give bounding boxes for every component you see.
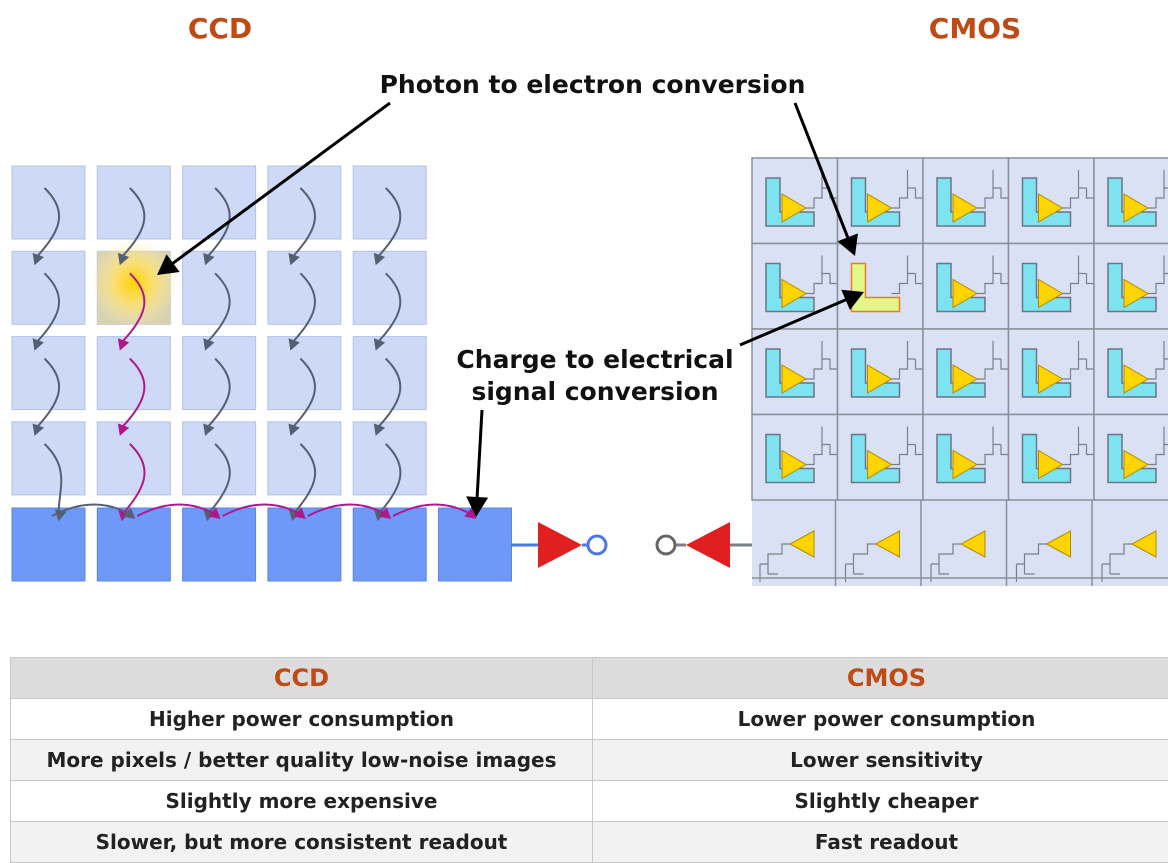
table-cell: Slightly cheaper xyxy=(593,781,1168,822)
ccd-readout-register xyxy=(268,508,341,581)
ccd-pixel xyxy=(353,166,426,239)
table-cell: Slower, but more consistent readout xyxy=(11,822,593,863)
ccd-pixel xyxy=(268,337,341,410)
ccd-pixel xyxy=(353,337,426,410)
cmos-pixel xyxy=(752,244,838,330)
ccd-pixel xyxy=(183,422,256,495)
cmos-pixel xyxy=(1009,244,1095,330)
ccd-pixel xyxy=(353,422,426,495)
cmos-pixel xyxy=(838,158,924,244)
table-header-row: CCD CMOS xyxy=(11,658,1168,699)
ccd-pixel xyxy=(12,166,85,239)
ccd-pixel xyxy=(12,337,85,410)
ccd-readout-register xyxy=(353,508,426,581)
table-cell: Lower sensitivity xyxy=(593,740,1168,781)
table-row: Slightly more expensive Slightly cheaper xyxy=(11,781,1168,822)
ccd-readout-register xyxy=(97,508,170,581)
cmos-output-node xyxy=(657,536,675,554)
ccd-readout-register xyxy=(439,508,512,581)
ccd-amplifier xyxy=(538,522,582,568)
ccd-pixel xyxy=(97,422,170,495)
ccd-title: CCD xyxy=(160,12,280,45)
ccd-pixel xyxy=(268,166,341,239)
table-row: Slower, but more consistent readout Fast… xyxy=(11,822,1168,863)
ccd-pixel xyxy=(183,251,256,324)
table-cell: Lower power consumption xyxy=(593,699,1168,740)
photon-conversion-callout: Photon to electron conversion xyxy=(370,68,815,101)
cmos-pixel xyxy=(752,415,838,501)
header-ccd: CCD xyxy=(11,658,593,699)
ccd-pixel xyxy=(353,251,426,324)
ccd-output-node xyxy=(588,536,606,554)
cmos-pixel xyxy=(752,158,838,244)
cmos-pixel xyxy=(752,329,838,415)
cmos-pixel xyxy=(1009,329,1095,415)
ccd-readout-register xyxy=(12,508,85,581)
photon-glow xyxy=(90,239,178,327)
cmos-pixel xyxy=(923,244,1009,330)
table-cell: Higher power consumption xyxy=(11,699,593,740)
cmos-title: CMOS xyxy=(900,12,1050,45)
header-cmos: CMOS xyxy=(593,658,1168,699)
cmos-pixel xyxy=(1009,158,1095,244)
table-cell: Slightly more expensive xyxy=(11,781,593,822)
table-row: More pixels / better quality low-noise i… xyxy=(11,740,1168,781)
cmos-pixel xyxy=(838,415,924,501)
charge-conversion-callout-line1: Charge to electrical xyxy=(440,343,750,376)
cmos-amplifier xyxy=(686,522,730,568)
ccd-readout-register xyxy=(183,508,256,581)
cmos-pixel xyxy=(923,415,1009,501)
table-cell: Fast readout xyxy=(593,822,1168,863)
ccd-pixel xyxy=(12,251,85,324)
cmos-pixel xyxy=(838,244,924,330)
ccd-pixel xyxy=(183,337,256,410)
table-row: Higher power consumption Lower power con… xyxy=(11,699,1168,740)
cmos-pixel xyxy=(838,329,924,415)
cmos-pixel xyxy=(1009,415,1095,501)
ccd-pixel xyxy=(12,422,85,495)
ccd-pixel xyxy=(268,422,341,495)
ccd-pixel xyxy=(97,166,170,239)
cmos-pixel xyxy=(923,329,1009,415)
ccd-pixel xyxy=(97,337,170,410)
charge-conversion-callout-line2: signal conversion xyxy=(440,375,750,408)
charge-ccd-callout-line xyxy=(477,410,482,503)
comparison-table: CCD CMOS Higher power consumption Lower … xyxy=(10,657,1168,863)
cmos-pixel xyxy=(923,158,1009,244)
ccd-pixel xyxy=(268,251,341,324)
table-cell: More pixels / better quality low-noise i… xyxy=(11,740,593,781)
